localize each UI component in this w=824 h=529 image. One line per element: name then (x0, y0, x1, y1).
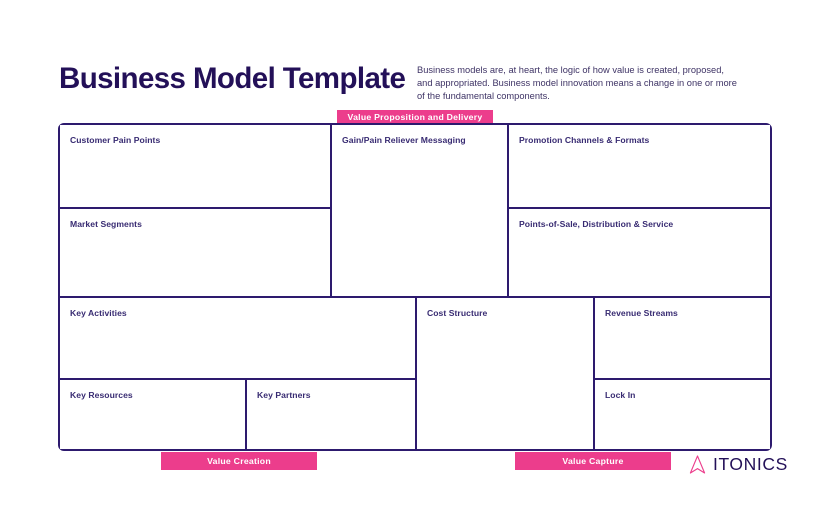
cell-label-key-resources: Key Resources (70, 390, 133, 400)
cell-label-key-partners: Key Partners (257, 390, 311, 400)
cell-customer-pain-points[interactable]: Customer Pain Points (60, 125, 332, 209)
banner-value-proposition-and-delivery: Value Proposition and Delivery (337, 110, 493, 125)
cell-label-points-of-sale-distribution-service: Points-of-Sale, Distribution & Service (519, 219, 674, 229)
cell-key-resources[interactable]: Key Resources (60, 380, 247, 449)
itonics-wordmark: ITONICS (713, 453, 788, 474)
cell-label-key-activities: Key Activities (70, 308, 127, 318)
cell-points-of-sale-distribution-service[interactable]: Points-of-Sale, Distribution & Service (509, 209, 770, 298)
cell-lock-in[interactable]: Lock In (595, 380, 770, 449)
cell-label-gain-pain-reliever-messaging: Gain/Pain Reliever Messaging (342, 135, 466, 145)
cell-revenue-streams[interactable]: Revenue Streams (595, 298, 770, 380)
banner-value-capture: Value Capture (515, 452, 671, 470)
cell-label-market-segments: Market Segments (70, 219, 142, 229)
business-model-canvas: Customer Pain Points Market Segments Gai… (58, 123, 772, 451)
page-title: Business Model Template (59, 62, 406, 95)
itonics-triangle-icon (689, 455, 706, 474)
cell-key-partners[interactable]: Key Partners (247, 380, 417, 449)
cell-label-cost-structure: Cost Structure (427, 308, 488, 318)
cell-label-customer-pain-points: Customer Pain Points (70, 135, 161, 145)
itonics-logo: ITONICS (689, 455, 788, 474)
cell-label-promotion-channels-formats: Promotion Channels & Formats (519, 135, 650, 145)
cell-key-activities[interactable]: Key Activities (60, 298, 417, 380)
cell-market-segments[interactable]: Market Segments (60, 209, 332, 298)
cell-label-revenue-streams: Revenue Streams (605, 308, 678, 318)
intro-description: Business models are, at heart, the logic… (417, 65, 737, 102)
cell-label-lock-in: Lock In (605, 390, 636, 400)
cell-gain-pain-reliever-messaging[interactable]: Gain/Pain Reliever Messaging (332, 125, 509, 298)
cell-cost-structure[interactable]: Cost Structure (417, 298, 595, 449)
banner-value-creation: Value Creation (161, 452, 317, 470)
cell-promotion-channels-formats[interactable]: Promotion Channels & Formats (509, 125, 770, 209)
